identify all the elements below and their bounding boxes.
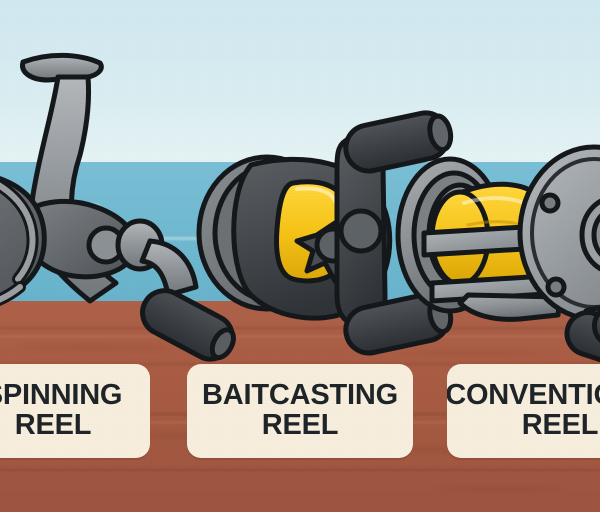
label-spinning-reel[interactable]: SPINNING REEL xyxy=(0,364,150,458)
label-conventional-line2: REEL xyxy=(521,409,599,441)
label-baitcasting-line2: REEL xyxy=(261,409,339,441)
label-baitcasting-line1: BAITCASTING xyxy=(202,379,398,412)
sky-background xyxy=(0,0,600,162)
label-spinning-line2: REEL xyxy=(14,409,92,441)
conventional-reel-illustration xyxy=(395,115,600,374)
label-spinning-line1: SPINNING xyxy=(0,379,123,412)
label-conventional-reel[interactable]: CONVENTIONAL REEL xyxy=(447,364,600,458)
label-baitcasting-reel[interactable]: BAITCASTING REEL xyxy=(187,364,413,458)
spinning-reel-illustration xyxy=(0,52,236,362)
label-conventional-line1: CONVENTIONAL xyxy=(447,379,600,412)
